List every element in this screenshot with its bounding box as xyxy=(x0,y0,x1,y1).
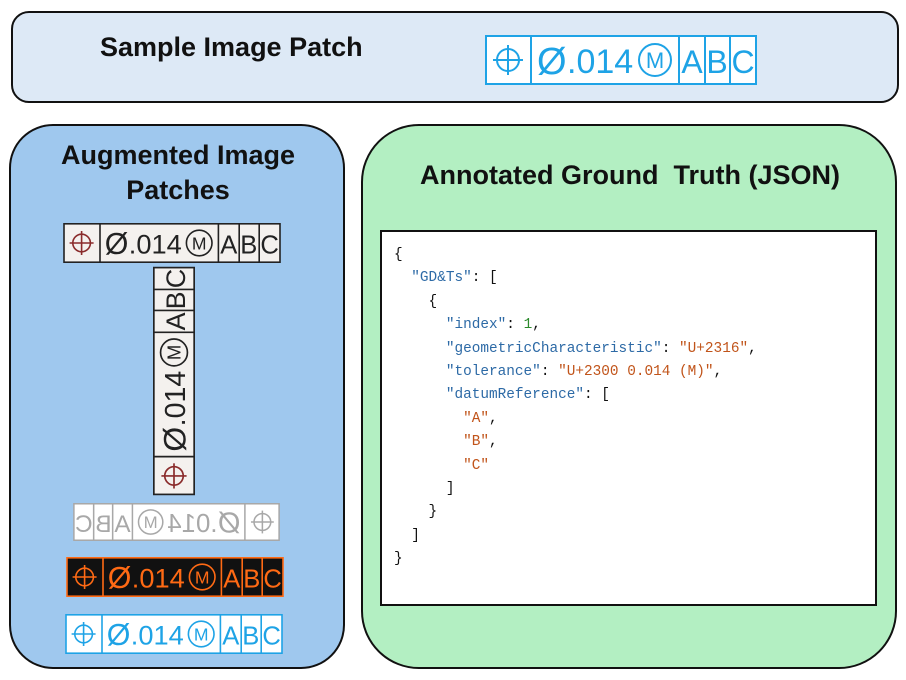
ground-truth-title: Annotated Ground Truth (JSON) xyxy=(420,160,840,190)
svg-text:M: M xyxy=(192,233,207,253)
augmented-fcf-cyan: Ø .014 M A B C xyxy=(65,614,283,654)
json-val-tolerance: "U+2300 0.014 (M)" xyxy=(558,364,714,381)
sample-title: Sample Image Patch xyxy=(100,32,363,62)
augmented-fcf-mirrored: Ø .014 M A B C xyxy=(73,503,280,541)
mmc-modifier-icon: M xyxy=(185,229,213,257)
position-icon xyxy=(250,510,274,534)
datum-a: A xyxy=(222,622,240,650)
datum-a: A xyxy=(114,511,131,538)
diameter-symbol: Ø xyxy=(537,41,567,83)
json-key-gdts: "GD&Ts" xyxy=(411,270,472,287)
position-icon xyxy=(493,45,523,75)
json-val-index: 1 xyxy=(523,317,533,334)
json-code: { "GD&Ts": [ { "index": 1, "geometricCha… xyxy=(394,247,757,568)
datum-b: B xyxy=(240,231,257,259)
datum-b: B xyxy=(243,565,260,593)
datum-c: C xyxy=(260,231,278,259)
svg-text:M: M xyxy=(144,513,158,532)
diameter-symbol: Ø xyxy=(218,508,240,540)
tolerance-value: .014 xyxy=(131,619,184,650)
datum-c: C xyxy=(75,511,93,538)
augmented-fcf-dark: Ø .014 M A B C xyxy=(66,557,284,597)
json-code-panel: { "GD&Ts": [ { "index": 1, "geometricCha… xyxy=(380,230,877,606)
datum-a: A xyxy=(220,231,238,259)
diameter-symbol: Ø xyxy=(157,427,193,452)
json-key-tolerance: "tolerance" xyxy=(445,364,541,381)
position-icon xyxy=(71,622,96,646)
position-icon xyxy=(161,463,187,489)
json-val-datum-b: "B" xyxy=(463,434,490,451)
diameter-symbol: Ø xyxy=(105,227,129,261)
datum-a: A xyxy=(161,312,191,330)
datum-b: B xyxy=(95,511,111,538)
json-val-geometric: "U+2316" xyxy=(679,340,749,357)
mmc-modifier-icon: M xyxy=(159,338,189,367)
tolerance-value: .014 xyxy=(167,510,217,538)
json-key-datum: "datumReference" xyxy=(445,387,585,404)
json-val-datum-c: "C" xyxy=(463,457,490,474)
augmented-fcf-rotated: Ø .014 M A B C xyxy=(153,266,195,496)
tolerance-value: .014 xyxy=(132,562,185,593)
mmc-modifier-icon: M xyxy=(638,43,672,77)
tolerance-value: .014 xyxy=(129,228,182,259)
datum-c: C xyxy=(262,622,280,650)
svg-text:M: M xyxy=(194,624,209,644)
svg-text:M: M xyxy=(164,345,185,360)
json-key-geometric: "geometricCharacteristic" xyxy=(445,340,662,357)
augmented-fcf-gray: Ø .014 M A B C xyxy=(63,223,281,263)
datum-a: A xyxy=(223,565,241,593)
augmented-title-line2: Patches xyxy=(126,175,230,205)
position-icon xyxy=(72,565,97,589)
datum-c: C xyxy=(161,269,191,288)
mmc-modifier-icon: M xyxy=(187,620,215,648)
diameter-symbol: Ø xyxy=(108,561,132,595)
json-val-datum-a: "A" xyxy=(463,410,490,427)
augmented-title-line1: Augmented Image xyxy=(60,140,296,170)
position-icon xyxy=(69,231,94,255)
json-key-index: "index" xyxy=(445,317,507,334)
datum-c: C xyxy=(263,565,281,593)
mmc-modifier-icon: M xyxy=(137,509,164,535)
augmented-title: Augmented Image Patches xyxy=(20,138,336,208)
svg-text:M: M xyxy=(195,567,210,587)
datum-b: B xyxy=(242,622,259,650)
datum-b: B xyxy=(706,44,727,80)
sample-fcf: Ø .014 M A B C xyxy=(485,35,757,85)
svg-text:M: M xyxy=(646,48,664,73)
datum-c: C xyxy=(731,44,754,80)
tolerance-value: .014 xyxy=(567,43,633,81)
mmc-modifier-icon: M xyxy=(188,563,216,591)
datum-a: A xyxy=(681,44,703,80)
datum-b: B xyxy=(161,291,191,309)
tolerance-value: .014 xyxy=(160,371,192,427)
diameter-symbol: Ø xyxy=(107,618,131,652)
